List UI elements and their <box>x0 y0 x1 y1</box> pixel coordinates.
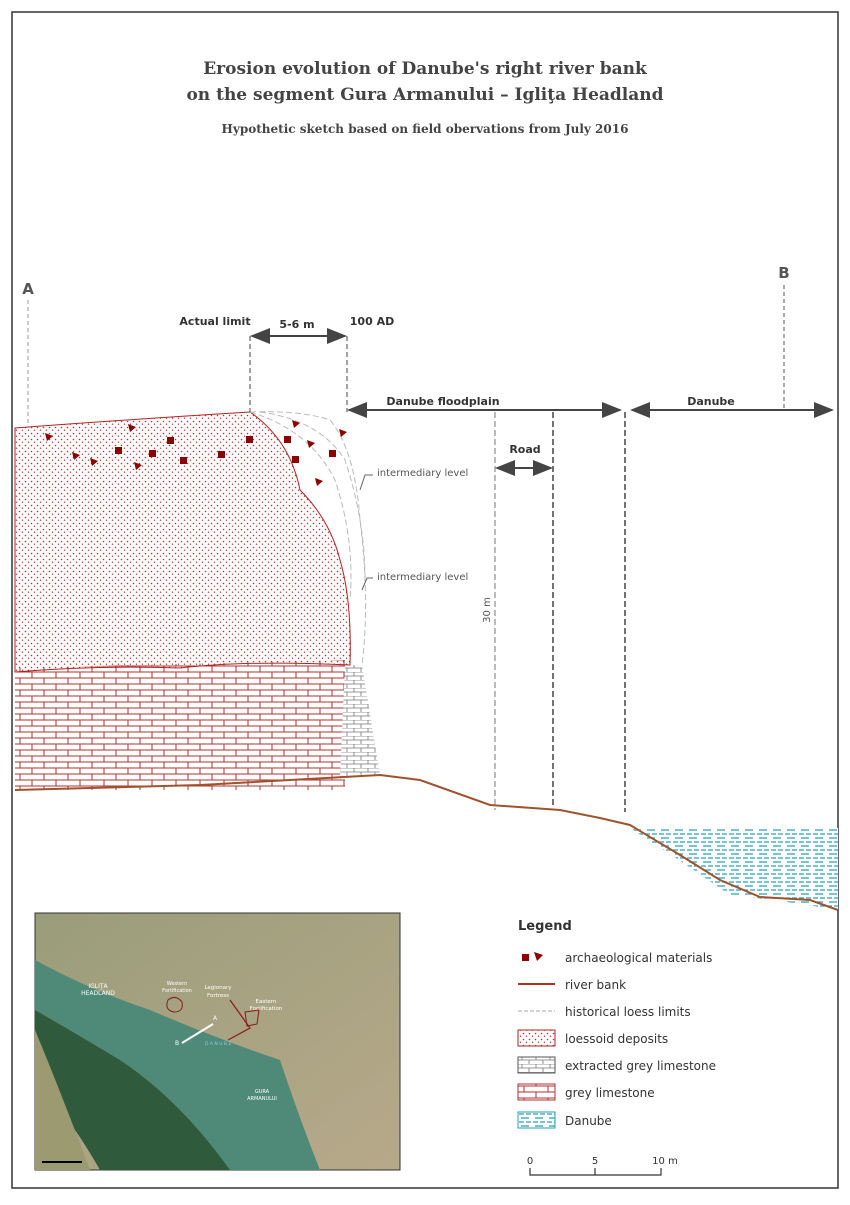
frame <box>11 11 839 1189</box>
historical-loess-limit <box>249 411 352 601</box>
point-a-label: A <box>22 280 34 298</box>
legend-item: loessoid deposits <box>565 1032 668 1046</box>
map-label-b: B <box>175 1040 179 1047</box>
map-label-armanului: ARMANULUI <box>247 1096 277 1102</box>
scale-tick: 5 <box>592 1156 598 1167</box>
inset-map: IGLIŢA HEADLAND Western Fortification Le… <box>34 912 401 1171</box>
archaeological-materials <box>45 420 347 486</box>
legend-item: grey limestone <box>565 1086 655 1100</box>
arch-icon <box>534 952 543 961</box>
legend-item: archaeological materials <box>565 951 712 965</box>
map-label-eastern: Eastern <box>256 999 277 1005</box>
historical-loess-limit <box>249 411 367 666</box>
scale-tick: 0 <box>527 1156 533 1167</box>
subtitle: Hypothetic sketch based on field obervat… <box>222 122 629 136</box>
map-label-iglita: IGLIŢA <box>88 983 108 990</box>
title-line1: Erosion evolution of Danube's right rive… <box>203 59 648 79</box>
extracted-grey-limestone <box>340 665 380 778</box>
point-b-label: B <box>778 264 789 282</box>
road-label: Road <box>509 443 540 456</box>
map-label-legionary-2: Fortress <box>207 993 229 999</box>
title-line2: on the segment Gura Armanului – Igliţa H… <box>186 85 663 105</box>
distance-label: 5-6 m <box>279 318 314 331</box>
map-label-eastern-2: Fortification <box>250 1006 283 1012</box>
legend-item: historical loess limits <box>565 1005 691 1019</box>
legend-item: river bank <box>565 978 626 992</box>
map-label-headland: HEADLAND <box>81 990 115 997</box>
legend <box>517 952 556 1129</box>
historical-loess-limit <box>259 411 366 581</box>
intermediary-level-1: intermediary level <box>377 468 468 479</box>
legend-title: Legend <box>518 919 572 934</box>
scale-bar: 0 5 10 m <box>527 1156 678 1176</box>
legend-item: Danube <box>565 1114 612 1128</box>
100ad-label: 100 AD <box>350 315 394 328</box>
map-label-a: A <box>213 1015 218 1022</box>
grey-limestone <box>15 660 345 790</box>
map-label-western: Western <box>167 981 188 987</box>
map-label-danube: D A N U B E <box>205 1041 231 1047</box>
river-bank-line <box>14 773 839 911</box>
map-label-gura: GURA <box>255 1089 270 1095</box>
danube-water <box>630 828 838 910</box>
actual-limit-label: Actual limit <box>179 315 250 328</box>
floodplain-label: Danube floodplain <box>386 395 499 408</box>
loessoid-deposits <box>14 411 351 673</box>
legend-item: extracted grey limestone <box>565 1059 716 1073</box>
height-label: 30 m <box>482 597 493 623</box>
intermediary-level-2: intermediary level <box>377 572 468 583</box>
scale-tick: 10 m <box>652 1156 678 1167</box>
map-label-legionary: Legionary <box>204 985 232 991</box>
map-label-western-2: Fortification <box>162 988 192 994</box>
danube-label: Danube <box>687 395 735 408</box>
